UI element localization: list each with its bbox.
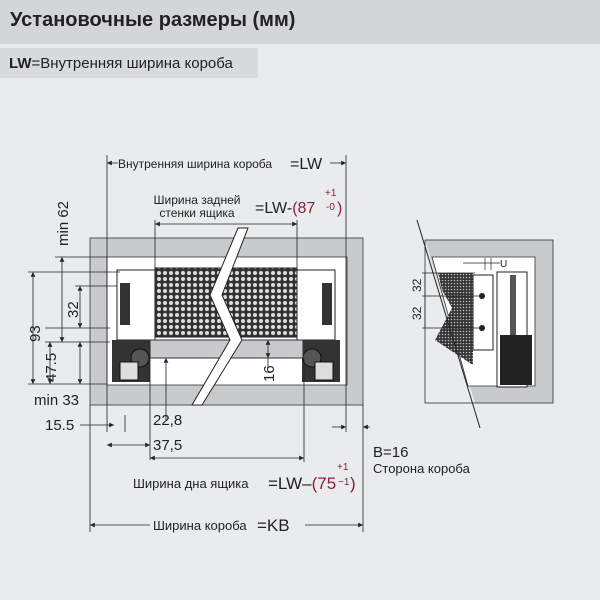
side-label: Сторона короба (373, 461, 471, 476)
legend-bar: LW=Внутренняя ширина короба (0, 48, 258, 78)
legend-text: LW=Внутренняя ширина короба (9, 55, 233, 72)
left-runner (112, 269, 156, 382)
detail-u-label: U (500, 259, 507, 270)
page-title: Установочные размеры (мм) (10, 9, 296, 31)
cabinet-section (89, 227, 364, 406)
dim-47-5-label: 47.5 (43, 353, 60, 382)
min62-label: min 62 (55, 201, 72, 246)
dim-32-label: 32 (65, 301, 82, 318)
detail-section (416, 219, 554, 429)
side-b-label: B=16 (373, 444, 408, 461)
bottom-width-eq: =LW–(75 (268, 474, 336, 493)
bottom-tol-plus: +1 (337, 462, 349, 473)
box-width-label: Ширина короба (153, 518, 247, 533)
back-wall-label-1: Ширина задней (154, 193, 241, 207)
inner-width-eq: =LW (290, 156, 323, 173)
dimension-lines (28, 155, 370, 532)
dim-93-label: 93 (27, 325, 44, 342)
legend-desc: =Внутренняя ширина короба (31, 55, 233, 72)
bottom-width-label: Ширина дна ящика (133, 476, 249, 491)
min33-label: min 33 (34, 392, 79, 409)
dim-22-8-label: 22,8 (153, 412, 182, 429)
dim-37-5-label: 37,5 (153, 437, 182, 454)
legend-abbr: LW (9, 55, 32, 72)
bottom-tol-minus: −1 (338, 477, 350, 488)
bottom-close: ) (350, 474, 356, 493)
back-wall-eq: =LW-(87 (255, 200, 315, 217)
right-runner (296, 269, 340, 382)
dim-16-label: 16 (261, 365, 278, 382)
back-wall-close: ) (337, 200, 342, 217)
header-bar: Установочные размеры (мм) (0, 0, 600, 44)
dim-15-5-label: 15.5 (45, 417, 74, 434)
detail-32b-label: 32 (410, 306, 424, 320)
break-line (191, 227, 249, 406)
back-wall-label-2: стенки ящика (159, 206, 235, 220)
detail-32a-label: 32 (410, 278, 424, 292)
box-width-eq: =KB (257, 516, 290, 535)
back-wall-tol-minus: -0 (326, 202, 335, 213)
back-wall-tol-plus: +1 (325, 188, 337, 199)
inner-width-label: Внутренняя ширина короба (118, 157, 272, 171)
